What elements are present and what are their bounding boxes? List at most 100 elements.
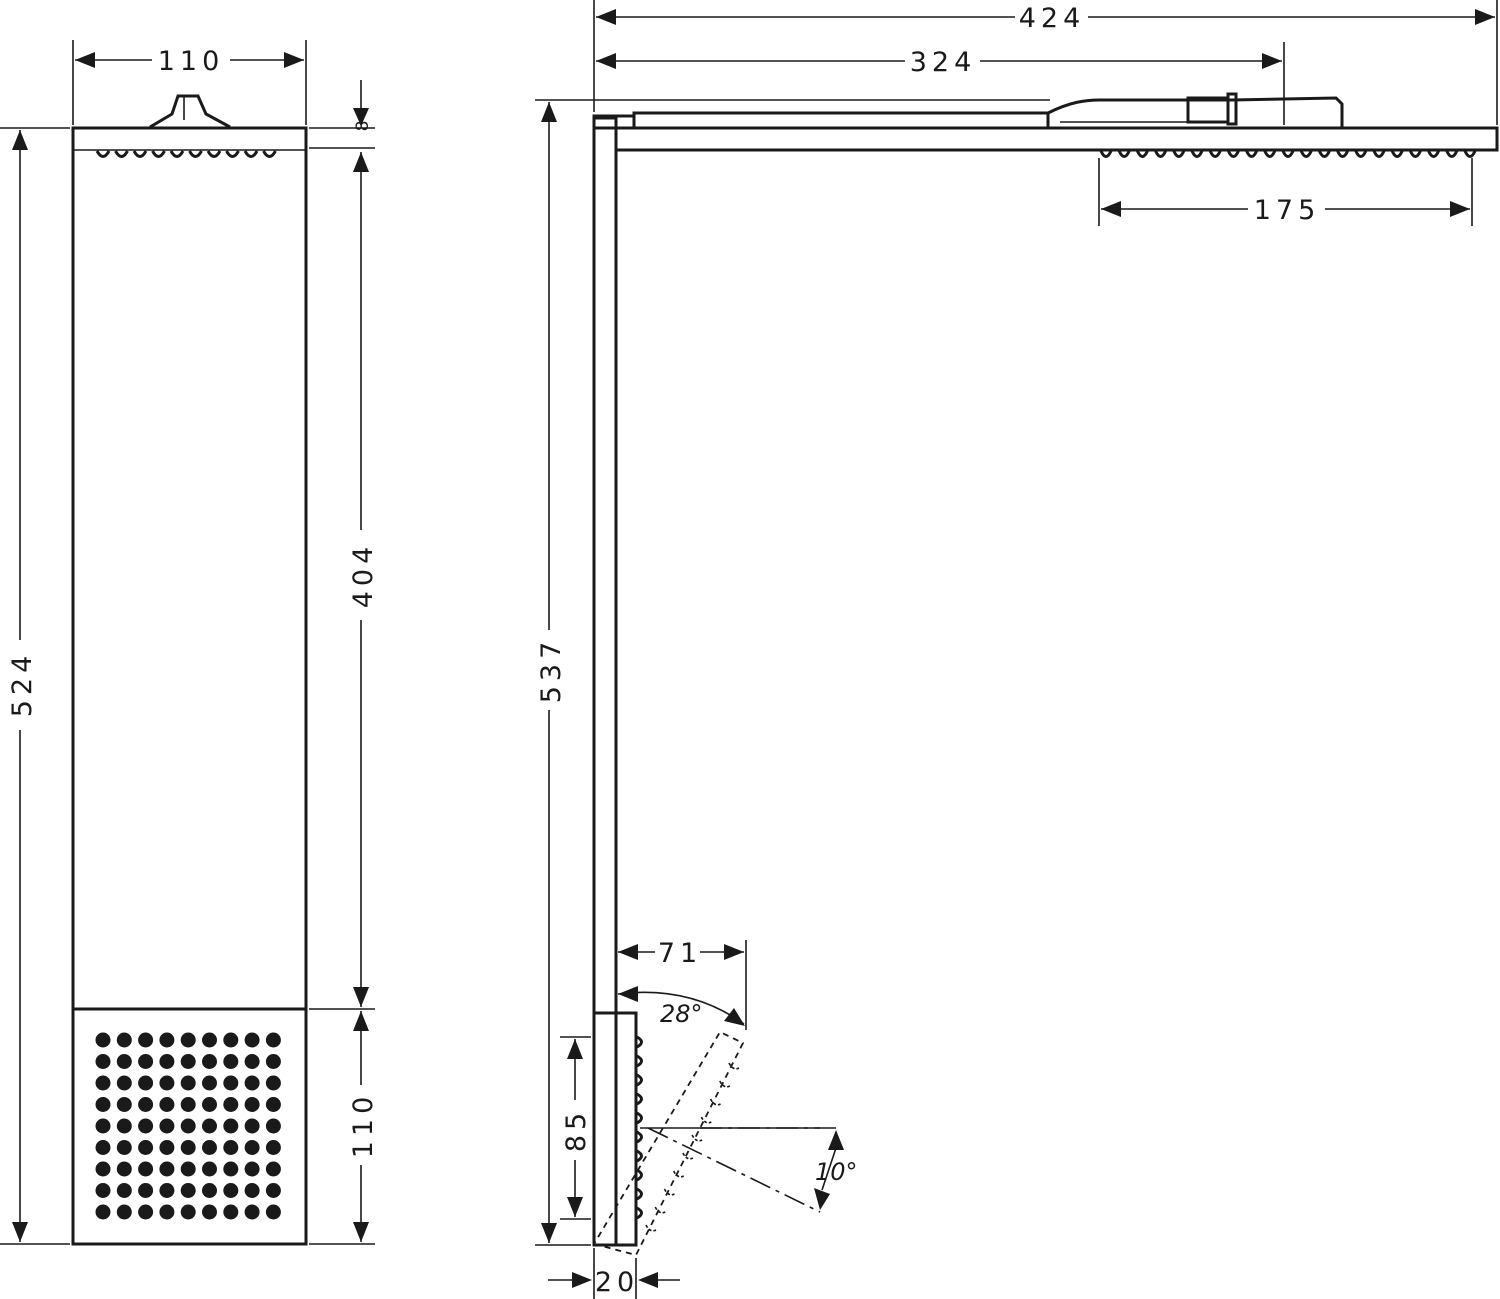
handshower-tilted-nozzles <box>645 1062 740 1232</box>
handshower-nozzle <box>223 1161 239 1177</box>
handshower-nozzle <box>244 1140 260 1155</box>
handshower-nozzle <box>95 1075 111 1091</box>
handshower-nozzle <box>180 1032 196 1048</box>
handshower-nozzle <box>265 1097 281 1112</box>
handshower-upright-nozzle <box>636 1149 643 1163</box>
side-head-nozzle <box>1390 150 1404 158</box>
side-view: 10° 28° 71 85 <box>535 0 1499 1299</box>
front-nozzle <box>151 150 166 158</box>
front-arm-height-label: 404 <box>348 542 379 609</box>
front-arm-height-dimension: 404 <box>309 152 379 1010</box>
handshower-nozzle <box>180 1118 196 1134</box>
handshower-nozzle <box>265 1183 281 1198</box>
handshower-nozzle <box>244 1075 260 1091</box>
tilt-angle-label: 28° <box>660 1000 703 1028</box>
wall-depth-label: 20 <box>595 1267 639 1298</box>
handshower-nozzle <box>138 1161 154 1177</box>
handshower-upright-nozzle <box>636 1092 643 1106</box>
handshower-nozzle <box>202 1161 217 1177</box>
handshower-nozzle <box>202 1183 217 1198</box>
handshower-nozzle <box>138 1032 154 1048</box>
handshower-nozzle <box>95 1140 111 1155</box>
handshower-upright-nozzle <box>636 1054 643 1068</box>
front-nozzle <box>95 150 111 158</box>
handshower-nozzle <box>244 1054 260 1069</box>
head-width-label: 175 <box>1254 195 1321 226</box>
handshower-nozzle <box>138 1118 154 1134</box>
front-nozzle <box>169 150 185 158</box>
handshower-nozzle <box>116 1161 132 1177</box>
handshower-nozzle <box>116 1097 132 1112</box>
side-overhead-arm-rise <box>1047 98 1232 115</box>
front-top-gap-dimension: 8 <box>309 80 375 149</box>
handshower-nozzle <box>244 1032 260 1048</box>
handshower-nozzle <box>180 1075 196 1091</box>
handshower-nozzle <box>116 1118 132 1134</box>
handshower-nozzle <box>180 1097 196 1112</box>
handshower-nozzle <box>159 1054 175 1069</box>
front-head-nozzles <box>95 150 277 158</box>
handshower-upright <box>592 1011 638 1247</box>
handshower-nozzle <box>138 1204 154 1220</box>
side-head-nozzle <box>1354 150 1368 158</box>
total-depth-label: 424 <box>1019 3 1086 34</box>
side-column-outline <box>592 116 618 1247</box>
front-height-label: 524 <box>7 651 38 718</box>
handshower-nozzle <box>265 1118 281 1134</box>
handshower-nozzle <box>116 1204 132 1220</box>
handshower-nozzle <box>95 1118 111 1134</box>
side-head-nozzle <box>1227 150 1240 158</box>
handshower-nozzle <box>138 1140 154 1155</box>
handshower-upright-nozzle <box>636 1035 643 1049</box>
side-head-nozzle <box>1099 150 1113 158</box>
handshower-nozzle <box>202 1118 217 1134</box>
side-head-nozzles <box>1099 150 1477 158</box>
arm-depth-label: 324 <box>910 47 977 78</box>
front-nozzle <box>225 150 240 158</box>
handshower-nozzle <box>95 1054 111 1069</box>
handshower-tilted-nozzle <box>728 1062 740 1070</box>
handshower-nozzle <box>202 1032 217 1048</box>
handshower-nozzle <box>244 1118 260 1134</box>
handshower-nozzle <box>159 1032 175 1048</box>
handshower-tilted-nozzle <box>691 1134 703 1142</box>
side-head-nozzle <box>1427 150 1440 158</box>
handshower-height-dimension: 85 <box>560 1036 592 1220</box>
handshower-nozzle <box>159 1097 175 1112</box>
front-top-gap-label: 8 <box>353 121 373 132</box>
handshower-upright-nozzle <box>636 1111 643 1125</box>
handshower-upright-nozzle <box>636 1073 643 1087</box>
handshower-nozzle <box>244 1183 260 1198</box>
front-column-outline <box>71 126 308 1246</box>
side-head-nozzle <box>1281 150 1295 158</box>
handshower-nozzle <box>180 1204 196 1220</box>
handshower-tilted-nozzle <box>682 1152 694 1160</box>
handshower-nozzle <box>159 1204 175 1220</box>
spray-angle-line <box>647 1127 821 1213</box>
handshower-nozzle <box>223 1097 239 1112</box>
head-width-dimension: 175 <box>1098 158 1473 226</box>
handshower-nozzle <box>265 1032 281 1048</box>
handshower-nozzle <box>159 1075 175 1091</box>
handshower-nozzle <box>244 1204 260 1220</box>
handshower-nozzle <box>180 1140 196 1155</box>
handshower-nozzle <box>223 1054 239 1069</box>
handshower-nozzle <box>116 1140 132 1155</box>
handshower-nozzle <box>265 1075 281 1091</box>
front-nozzle <box>243 150 259 158</box>
handshower-nozzle <box>95 1161 111 1177</box>
handshower-offset-dimension: 71 <box>618 938 747 1030</box>
side-head-nozzle <box>1336 150 1349 158</box>
front-nozzle <box>262 150 277 158</box>
side-overhead-clip <box>1226 92 1238 126</box>
handshower-nozzle <box>116 1032 132 1048</box>
handshower-nozzle <box>223 1183 239 1198</box>
handshower-nozzle <box>159 1183 175 1198</box>
front-nozzle <box>188 150 203 158</box>
handshower-tilted-nozzle <box>663 1188 675 1196</box>
side-head-nozzle <box>1172 150 1186 158</box>
handshower-tilted-nozzle <box>700 1116 712 1124</box>
front-width-label: 110 <box>158 46 225 77</box>
side-overhead-joint <box>1186 96 1230 124</box>
